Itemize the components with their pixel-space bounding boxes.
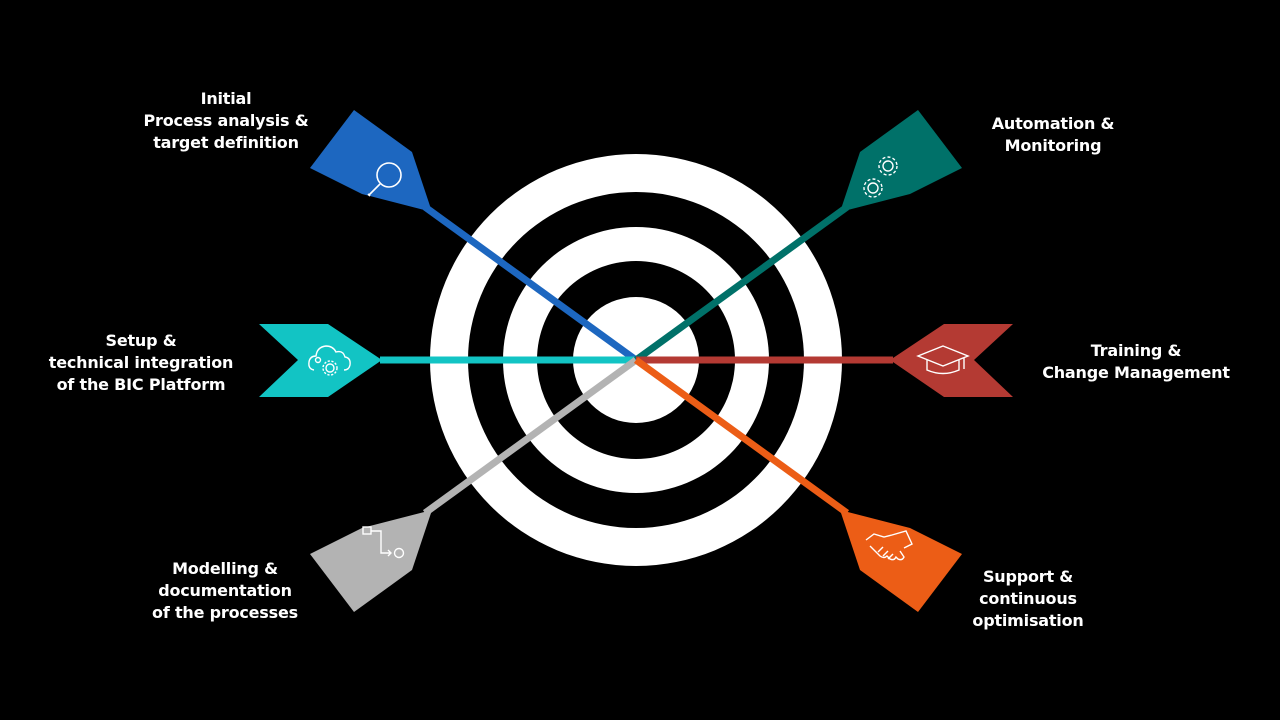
shaft-initial-analysis (422, 204, 639, 363)
label-setup-integration: Setup & technical integration of the BIC… (38, 330, 244, 396)
fletching-training (890, 324, 1013, 397)
label-line: Setup & (105, 331, 177, 350)
label-line: Process analysis & (143, 111, 309, 130)
label-line: of the BIC Platform (56, 375, 226, 394)
fletching-modelling (310, 510, 432, 612)
label-line: Change Management (1042, 363, 1230, 382)
shaft-modelling (422, 357, 639, 516)
fletching-initial-analysis (310, 110, 432, 212)
cloud-gear-icon (308, 345, 351, 376)
label-line: of the processes (152, 603, 298, 622)
label-training: Training & Change Management (1038, 340, 1234, 384)
label-modelling: Modelling & documentation of the process… (140, 558, 310, 624)
fletching-support (840, 510, 962, 612)
arrow-shafts (380, 204, 893, 516)
label-line: technical integration (48, 353, 234, 372)
fletching-automation (840, 110, 962, 212)
label-line: documentation (158, 581, 292, 600)
shaft-support (633, 357, 850, 516)
gears-icon (863, 156, 898, 198)
handshake-icon (865, 530, 913, 561)
arrow-fletchings (259, 110, 1013, 612)
magnifier-icon (367, 162, 402, 197)
label-line: Automation & (991, 114, 1115, 133)
shaft-automation (633, 204, 850, 363)
label-line: Initial (200, 89, 252, 108)
label-line: continuous (979, 589, 1077, 608)
label-line: Support & (982, 567, 1074, 586)
label-initial-analysis: Initial Process analysis & target defini… (131, 88, 321, 154)
label-line: Monitoring (1004, 136, 1102, 155)
graduation-cap-icon (916, 345, 970, 375)
label-line: optimisation (972, 611, 1084, 630)
label-line: Modelling & (172, 559, 278, 578)
label-line: target definition (153, 133, 299, 152)
process-flow-icon (362, 526, 405, 559)
label-line: Training & (1090, 341, 1182, 360)
label-automation: Automation & Monitoring (968, 113, 1138, 157)
label-support: Support & continuous optimisation (946, 566, 1110, 632)
